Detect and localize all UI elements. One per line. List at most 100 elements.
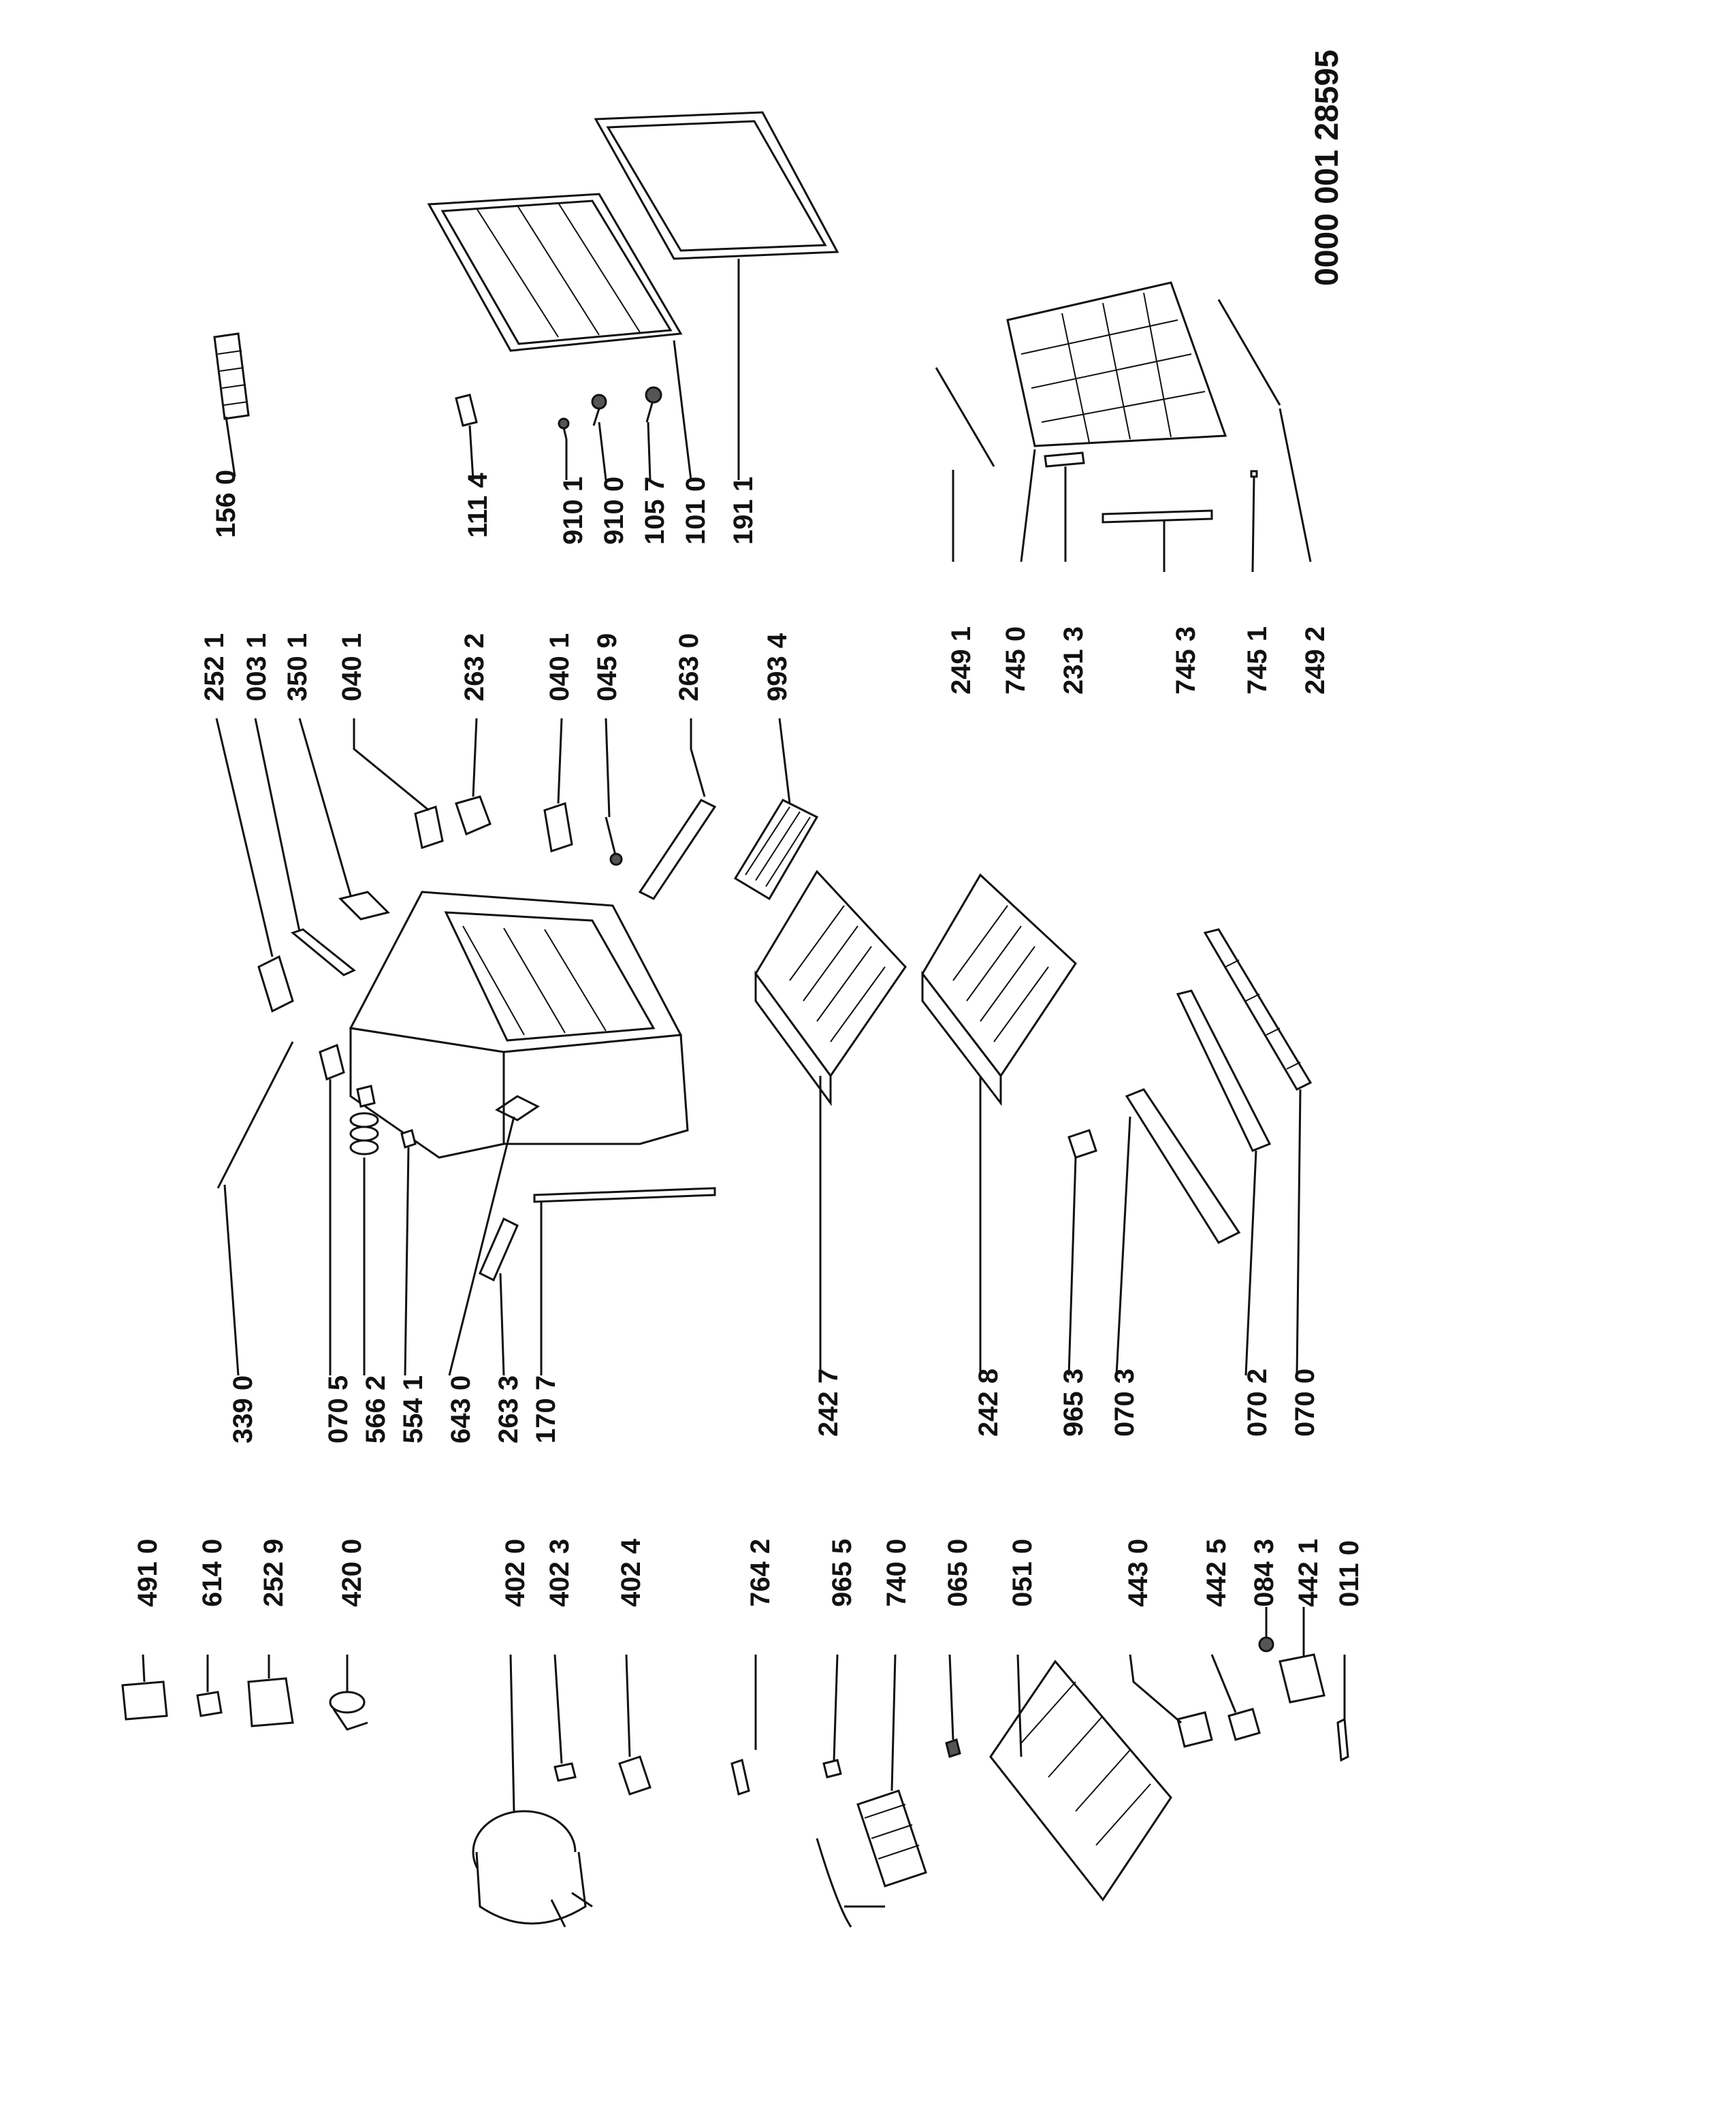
part-label-993-4: 993 4	[762, 633, 792, 701]
part-label-402-4: 402 4	[616, 1538, 646, 1607]
leader-105-7	[647, 421, 652, 481]
part-402-3-drawing	[553, 1762, 577, 1782]
leader-442-5	[1210, 1654, 1237, 1713]
leader-003-1	[254, 718, 301, 932]
leader-070-3	[1115, 1116, 1131, 1376]
part-965-3-drawing	[1067, 1129, 1097, 1159]
part-label-011-0: 011 0	[1334, 1540, 1364, 1607]
part-070-2-drawing	[1176, 989, 1272, 1152]
part-442-5-drawing	[1227, 1708, 1261, 1741]
leader-101-0	[673, 340, 692, 481]
part-label-070-3: 070 3	[1110, 1369, 1140, 1437]
part-label-252-9: 252 9	[259, 1539, 289, 1607]
leader-045-9	[605, 718, 611, 818]
leader-263-3	[499, 1273, 505, 1376]
part-label-442-1: 442 1	[1293, 1539, 1323, 1607]
part-051-0-base-drawing	[989, 1659, 1172, 1902]
part-420-0-drawing	[329, 1691, 368, 1731]
part-065-0-drawing	[945, 1738, 961, 1758]
leader-745-1	[1251, 476, 1255, 573]
part-614-0-drawing	[196, 1691, 223, 1717]
part-label-263-2: 263 2	[460, 633, 489, 701]
part-label-070-5: 070 5	[323, 1375, 353, 1444]
part-label-156-0: 156 0	[211, 470, 241, 538]
part-249-1-drawing	[935, 367, 995, 467]
leader-263-0	[690, 718, 706, 797]
leader-051-0	[1016, 1654, 1023, 1757]
part-170-7-drawing	[533, 1187, 716, 1203]
part-label-070-2: 070 2	[1242, 1369, 1272, 1437]
part-label-614-0: 614 0	[197, 1539, 227, 1607]
part-045-9-drawing	[605, 816, 623, 866]
leader-040-1-upper	[353, 718, 430, 812]
part-003-1-drawing	[290, 928, 356, 976]
part-label-252-1: 252 1	[199, 633, 229, 701]
part-263-3-drawing	[479, 1217, 519, 1282]
leader-643-0	[448, 1116, 515, 1376]
leader-065-0	[948, 1654, 954, 1740]
part-070-5-drawing	[319, 1043, 345, 1081]
leader-156-0	[225, 416, 236, 477]
part-label-910-0: 910 0	[599, 477, 629, 545]
part-label-040-1-lower: 040 1	[545, 633, 575, 701]
part-745-0-rack-drawing	[1006, 281, 1227, 447]
leader-402-4	[625, 1654, 631, 1757]
part-label-084-3: 084 3	[1249, 1539, 1279, 1607]
part-443-0-drawing	[1176, 1711, 1213, 1748]
leader-993-4	[778, 718, 791, 804]
part-label-170-7: 170 7	[531, 1375, 561, 1444]
leader-740-0	[890, 1654, 897, 1791]
leader-402-3	[553, 1654, 563, 1764]
leader-965-3	[1067, 1157, 1077, 1376]
part-label-554-1: 554 1	[398, 1375, 428, 1444]
part-339-0-drawing	[216, 1041, 294, 1189]
part-label-249-1: 249 1	[946, 626, 976, 695]
part-554-1-drawing	[400, 1129, 417, 1149]
part-label-491-0: 491 0	[133, 1539, 163, 1607]
part-252-9-drawing	[247, 1677, 294, 1727]
part-745-1-drawing	[1250, 470, 1258, 478]
document-number: 0000 001 28595	[1309, 50, 1345, 286]
part-566-2-spring-drawing	[349, 1085, 379, 1155]
part-084-3-drawing	[1258, 1636, 1274, 1653]
part-label-643-0: 643 0	[446, 1375, 476, 1444]
part-label-051-0: 051 0	[1008, 1539, 1038, 1607]
leader-070-0	[1296, 1089, 1302, 1376]
leader-965-5	[833, 1654, 839, 1761]
leader-910-0	[598, 421, 607, 481]
part-label-442-5: 442 5	[1202, 1539, 1232, 1607]
leader-554-1	[404, 1147, 410, 1376]
part-491-0-drawing	[121, 1680, 168, 1721]
part-label-745-3: 745 3	[1171, 626, 1201, 695]
leader-350-1	[298, 718, 352, 896]
part-label-740-0: 740 0	[882, 1539, 912, 1607]
part-242-8-basket-drawing	[921, 873, 1077, 1106]
part-111-4-drawing	[455, 394, 478, 427]
part-011-0-drawing	[1336, 1717, 1349, 1762]
part-402-4-drawing	[618, 1755, 652, 1796]
part-label-249-2: 249 2	[1300, 626, 1330, 695]
part-191-1-gasket-drawing	[594, 111, 839, 260]
part-252-1-drawing	[257, 955, 294, 1013]
leader-263-2	[472, 718, 478, 797]
leader-249-2	[1279, 408, 1312, 562]
part-242-7-basket-drawing	[754, 870, 907, 1106]
leader-252-1	[215, 718, 274, 957]
part-label-965-5: 965 5	[827, 1539, 857, 1607]
part-label-231-3: 231 3	[1059, 626, 1089, 695]
part-label-242-8: 242 8	[974, 1369, 1003, 1437]
part-249-2-drawing	[1217, 299, 1281, 406]
leader-339-0	[223, 1184, 240, 1376]
part-label-111-4: 111 4	[463, 473, 493, 538]
part-label-040-1-upper: 040 1	[337, 633, 367, 701]
part-label-065-0: 065 0	[943, 1539, 973, 1607]
screw-parts-drawing	[558, 386, 662, 440]
leader-040-1-lower	[557, 718, 563, 804]
part-label-242-7: 242 7	[814, 1369, 843, 1437]
part-745-3-drawing	[1102, 509, 1213, 524]
leader-111-4	[468, 425, 475, 481]
leader-443-0	[1129, 1654, 1182, 1724]
part-263-2-drawing	[455, 795, 492, 836]
part-label-101-0: 101 0	[681, 477, 711, 545]
